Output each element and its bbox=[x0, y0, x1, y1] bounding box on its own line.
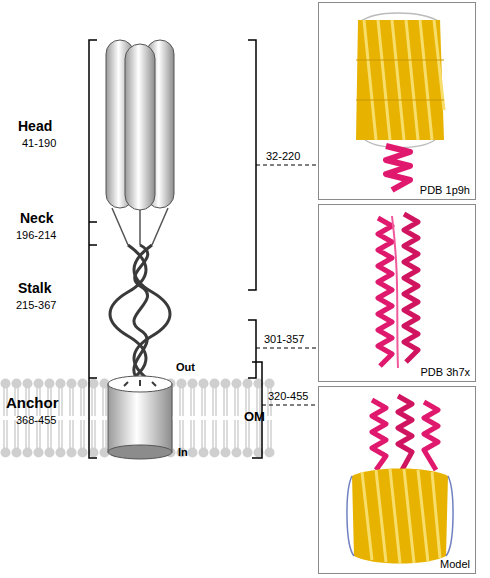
domain-name: Stalk bbox=[18, 280, 51, 296]
structure-panel: Model bbox=[318, 386, 476, 574]
domain-name: Head bbox=[18, 118, 52, 134]
side-label: Out bbox=[176, 361, 195, 374]
structure-id: PDB 1p9h bbox=[420, 184, 470, 196]
membrane-label: OM bbox=[244, 410, 265, 425]
side-label: In bbox=[178, 446, 188, 459]
structure-id: Model bbox=[440, 558, 470, 570]
residue-range: 368-455 bbox=[16, 414, 56, 427]
residue-range: 196-214 bbox=[16, 229, 56, 242]
structure-panel: PDB 1p9h bbox=[318, 2, 476, 200]
domain-name: Neck bbox=[20, 210, 53, 226]
residue-range: 41-190 bbox=[22, 137, 56, 150]
structure-panel: PDB 3h7x bbox=[318, 204, 476, 382]
residue-range: 301-357 bbox=[264, 333, 304, 346]
residue-range: 215-367 bbox=[16, 299, 56, 312]
structure-id: PDB 3h7x bbox=[420, 366, 470, 378]
domain-name: Anchor bbox=[6, 394, 59, 411]
residue-range: 320-455 bbox=[268, 390, 308, 403]
residue-range: 32-220 bbox=[266, 150, 300, 163]
